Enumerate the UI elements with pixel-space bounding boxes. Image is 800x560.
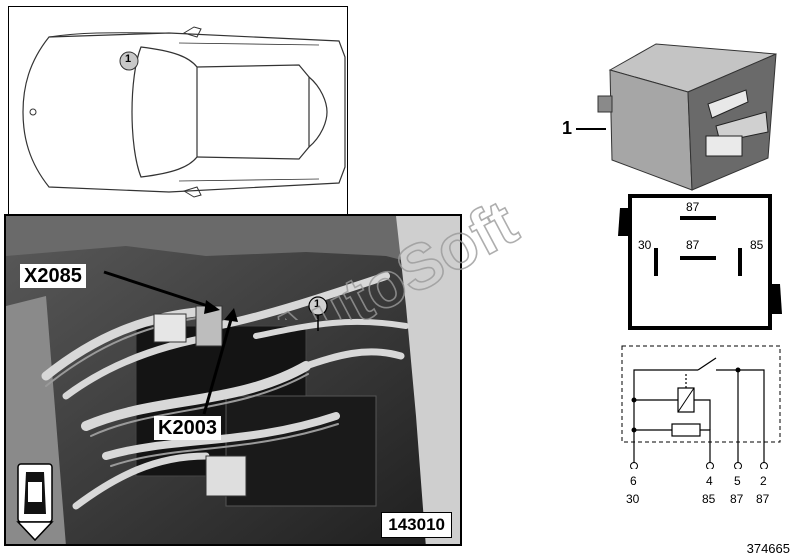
car-callout-number: 1 — [125, 53, 132, 65]
relay-product-image: 1 — [562, 40, 796, 192]
relay-label: K2003 — [154, 416, 221, 440]
relay-pinout-diagram: 87 87 30 85 — [610, 190, 790, 336]
pin-label-right: 85 — [750, 238, 764, 252]
installation-photo: X2085 K2003 1 143010 — [4, 214, 462, 546]
connector-label: X2085 — [20, 264, 86, 288]
relay-illustration — [597, 43, 777, 191]
schematic-pin-terminal: 87 — [756, 492, 770, 506]
schematic-drawing — [621, 345, 781, 470]
photo-callout-number: 1 — [314, 298, 321, 310]
pin-label-top: 87 — [686, 200, 700, 214]
schematic-pin-terminal: 30 — [626, 492, 640, 506]
relay-callout-number: 1 — [562, 118, 573, 138]
schematic-pin-number: 5 — [734, 474, 741, 488]
relay-schematic: 6 4 5 2 30 85 87 87 — [618, 344, 788, 514]
pin-label-middle: 87 — [686, 238, 700, 252]
schematic-pin-terminal: 87 — [730, 492, 744, 506]
document-number: 374665 — [746, 541, 790, 556]
schematic-pin-terminal: 85 — [702, 492, 716, 506]
relay-callout-line — [576, 128, 606, 130]
photo-number: 143010 — [381, 512, 452, 538]
schematic-pin-number: 6 — [630, 474, 637, 488]
schematic-pin-number: 4 — [706, 474, 713, 488]
schematic-pin-number: 2 — [760, 474, 767, 488]
pin-label-left: 30 — [638, 238, 652, 252]
car-outline-drawing — [22, 26, 346, 198]
vehicle-location-panel: 1 — [8, 6, 348, 216]
pinout-drawing — [618, 194, 782, 330]
